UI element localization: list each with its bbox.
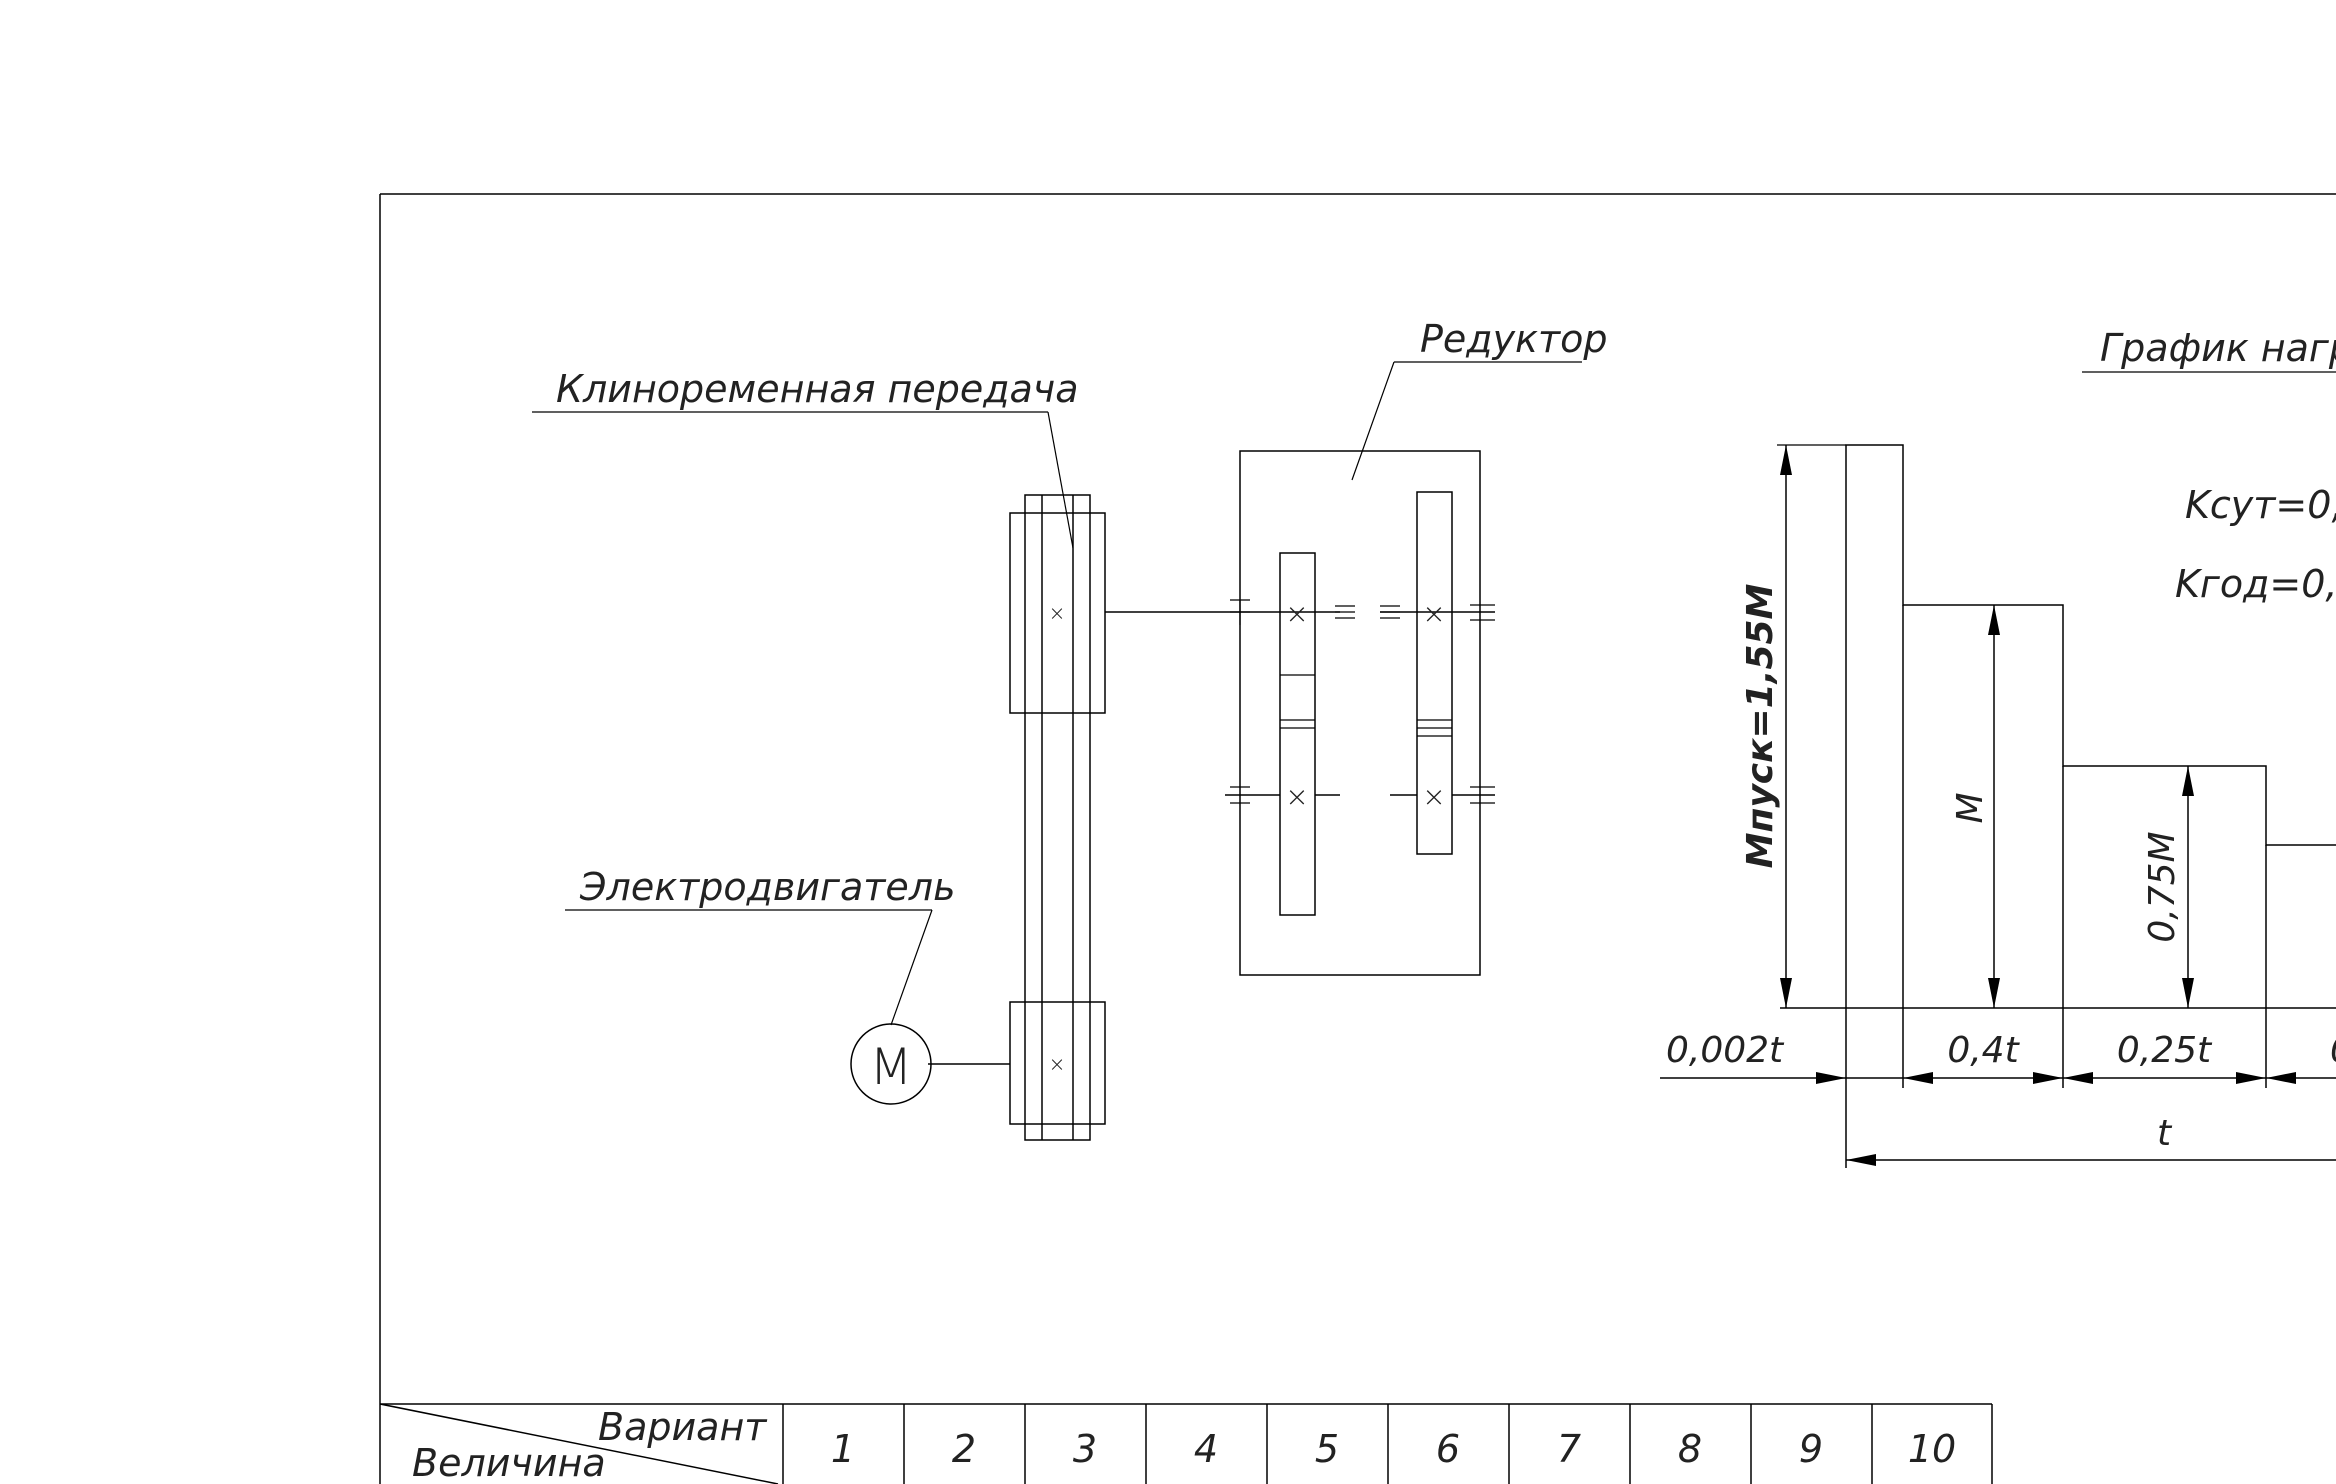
variant-column-header: 5 bbox=[1315, 1427, 1339, 1471]
motor-label: Электродвигатель bbox=[579, 865, 955, 909]
variant-column-header: 9 bbox=[1799, 1427, 1823, 1471]
belt-drive-label: Клиноременная передача bbox=[556, 367, 1079, 411]
moment-1-label: M bbox=[1950, 792, 1991, 823]
electric-motor: M bbox=[850, 1023, 932, 1105]
total-time-label: t bbox=[2157, 1113, 2173, 1154]
variant-column-header: 3 bbox=[1073, 1427, 1097, 1471]
k-god-coefficient: Kгод=0,7 bbox=[2175, 562, 2336, 606]
motor-symbol: M bbox=[869, 1038, 912, 1096]
variant-column-header: 4 bbox=[1194, 1427, 1218, 1471]
leader-labels: Редуктор Клиноременная передача Электрод… bbox=[532, 317, 2336, 1026]
interval-1-label: 0,4t bbox=[1947, 1030, 2020, 1071]
gear-reducer: × × × × bbox=[1225, 450, 1495, 976]
variant-column-header: 6 bbox=[1436, 1427, 1460, 1471]
load-graph-title: График нагру bbox=[2100, 326, 2336, 370]
reducer-label: Редуктор bbox=[1420, 317, 1608, 361]
gear-axis-mark: × bbox=[1422, 780, 1445, 813]
interval-2-label: 0,25t bbox=[2117, 1030, 2213, 1071]
pulley-axis-mark: × bbox=[1049, 601, 1066, 625]
load-graph: Mпуск=1,55M M 0,75M 0,002t 0,4t 0,25t 0 … bbox=[1660, 444, 2336, 1168]
variant-table: Вариант Величина 1 2 3 4 5 6 7 8 9 10 bbox=[379, 1403, 1993, 1484]
variant-column-header: 2 bbox=[952, 1427, 976, 1471]
coefficients: Kсут=0,5 Kгод=0,7 bbox=[2175, 483, 2336, 606]
k-sut-coefficient: Kсут=0,5 bbox=[2185, 483, 2336, 527]
table-corner-top: Вариант bbox=[598, 1405, 768, 1449]
variant-column-header: 1 bbox=[831, 1427, 855, 1471]
pulley-axis-mark: × bbox=[1049, 1052, 1066, 1076]
variant-column-header: 8 bbox=[1678, 1427, 1702, 1471]
gear-axis-mark: × bbox=[1285, 597, 1308, 630]
variant-column-header: 10 bbox=[1908, 1427, 1956, 1471]
gear-axis-mark: × bbox=[1422, 597, 1445, 630]
sheet-frame bbox=[379, 193, 2336, 1484]
table-corner-bottom: Величина bbox=[412, 1441, 606, 1484]
variant-column-header: 7 bbox=[1557, 1427, 1581, 1471]
start-moment-label: Mпуск=1,55M bbox=[1740, 583, 1781, 868]
moment-2-label: 0,75M bbox=[2142, 831, 2183, 942]
v-belt-drive: × × bbox=[928, 494, 1240, 1141]
interval-start-label: 0,002t bbox=[1666, 1030, 1785, 1071]
gear-axis-mark: × bbox=[1285, 780, 1308, 813]
interval-3-label: 0 bbox=[2330, 1030, 2336, 1071]
